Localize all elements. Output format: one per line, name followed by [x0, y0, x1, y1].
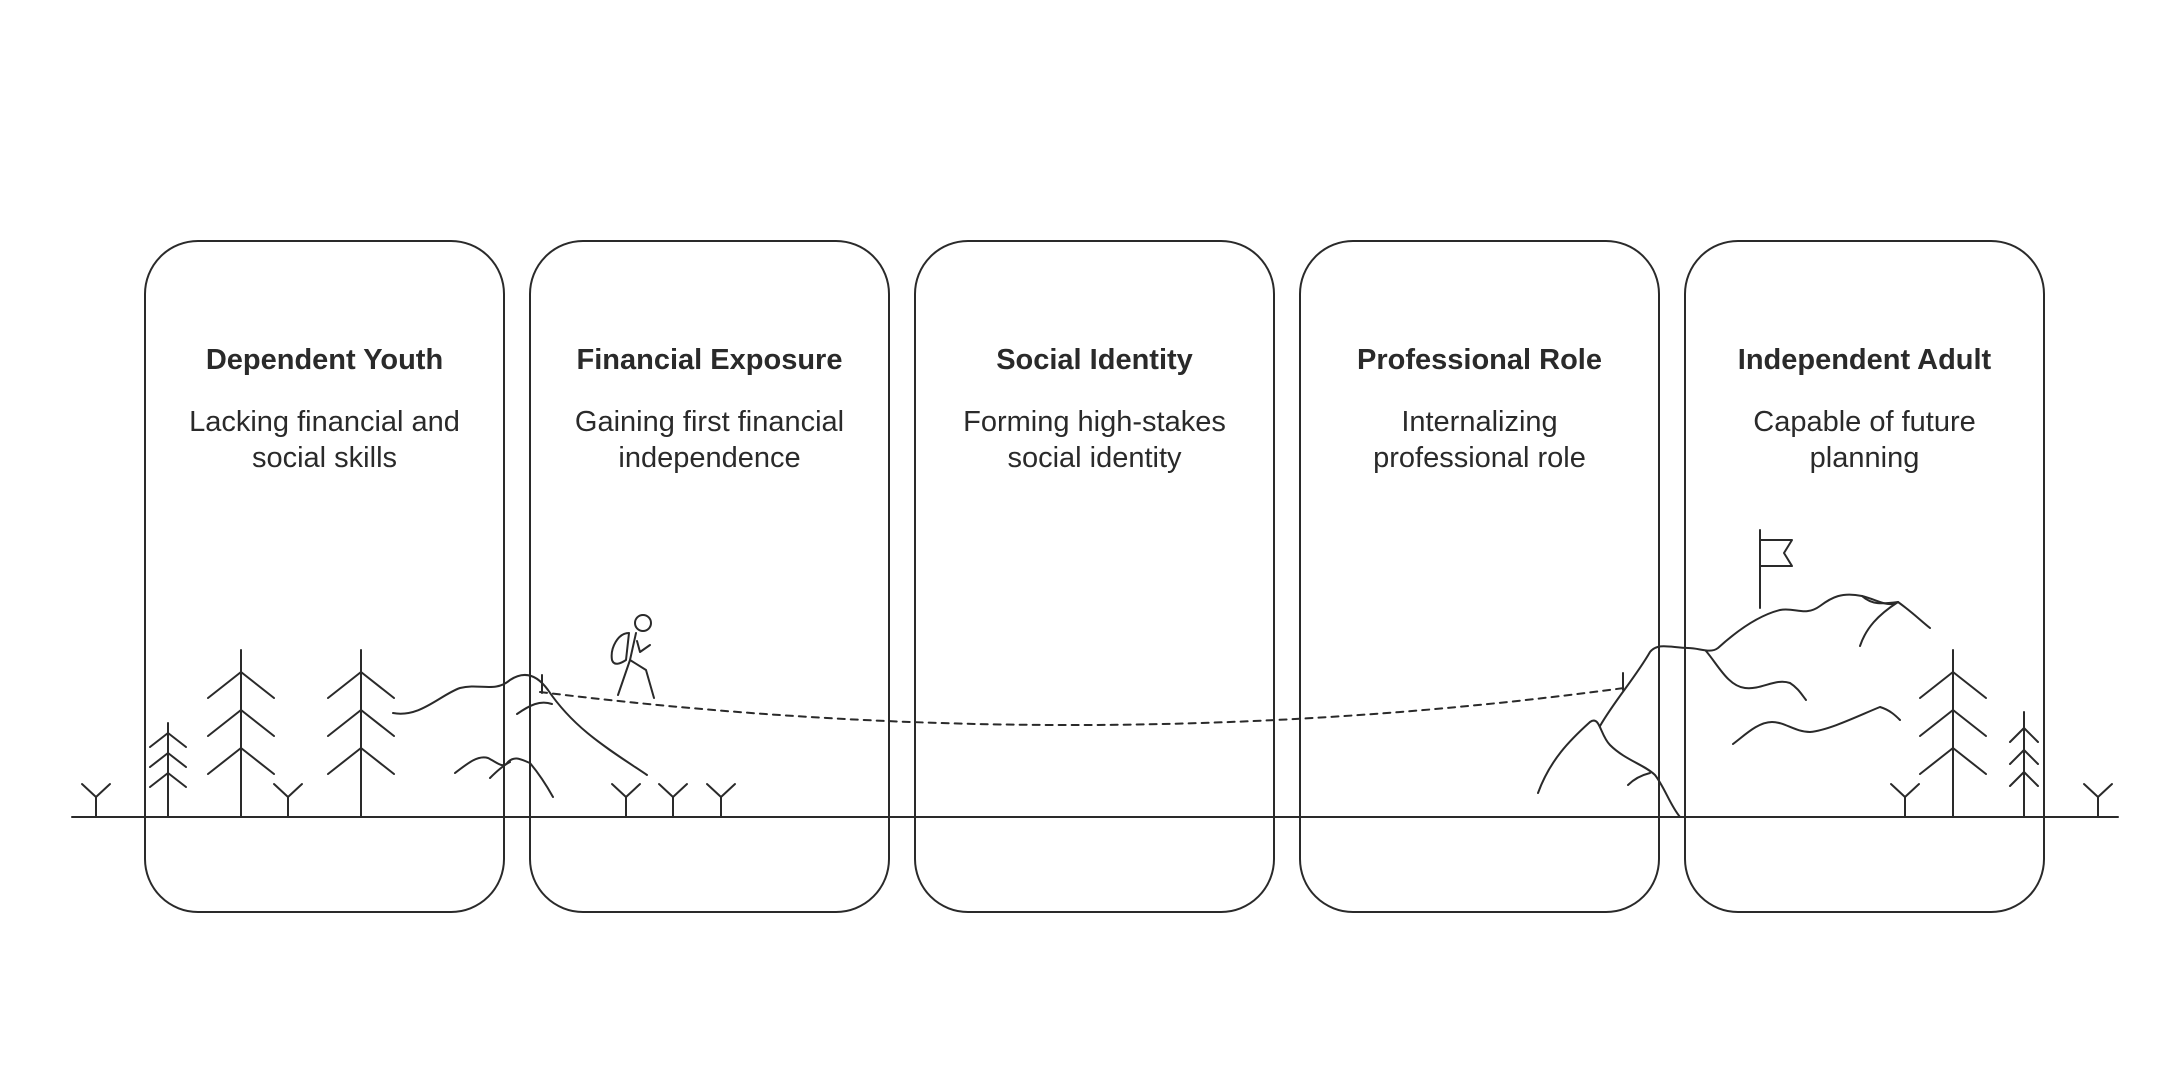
cliff-icon — [1627, 772, 1651, 786]
stage-title: Dependent Youth — [205, 344, 444, 376]
flag-icon — [1759, 529, 1793, 609]
sprout-icon — [706, 783, 736, 818]
stage-text-social-identity: Social Identity Forming high-stakes soci… — [914, 340, 1275, 476]
journey-path — [539, 687, 1625, 726]
stage-card-financial-exposure — [529, 240, 890, 913]
pine-tree-icon — [207, 649, 275, 818]
cliff-icon — [1732, 706, 1901, 745]
stage-title: Social Identity — [996, 344, 1193, 376]
pine-tree-icon — [2009, 711, 2039, 818]
sprout-icon — [658, 783, 688, 818]
stage-description: Lacking financial and social skills — [189, 406, 460, 474]
stage-description: Forming high-stakes social identity — [963, 406, 1226, 474]
cliff-icon — [1705, 650, 1807, 701]
stage-card-social-identity — [914, 240, 1275, 913]
sprout-icon — [273, 783, 303, 818]
stage-text-independent-adult: Independent Adult Capable of future plan… — [1684, 340, 2045, 476]
hiker-icon — [610, 614, 655, 699]
hill-icon — [392, 673, 648, 776]
stage-card-dependent-youth — [144, 240, 505, 913]
stage-card-professional-role — [1299, 240, 1660, 913]
stage-title: Financial Exposure — [576, 344, 843, 376]
pine-tree-icon — [1919, 649, 1987, 818]
stage-description: Internalizing professional role — [1373, 406, 1586, 474]
stage-text-professional-role: Professional Role Internalizing professi… — [1299, 340, 1660, 476]
stage-text-financial-exposure: Financial Exposure Gaining first financi… — [529, 340, 890, 476]
stage-description: Capable of future planning — [1753, 406, 1976, 474]
stage-title: Professional Role — [1357, 344, 1602, 376]
pine-tree-icon — [149, 722, 187, 818]
stage-card-independent-adult — [1684, 240, 2045, 913]
sprout-icon — [2083, 783, 2113, 818]
pine-tree-icon — [327, 649, 395, 818]
sprout-icon — [611, 783, 641, 818]
sprout-icon — [81, 783, 111, 818]
hill-icon — [489, 761, 511, 779]
stage-title: Independent Adult — [1737, 344, 1992, 376]
stage-description: Gaining first financial independence — [574, 406, 845, 474]
cliff-icon — [1861, 595, 1899, 605]
hill-icon — [454, 756, 554, 798]
stage-text-dependent-youth: Dependent Youth Lacking financial and so… — [144, 340, 505, 476]
cliff-icon — [1537, 719, 1681, 818]
sprout-icon — [1890, 783, 1920, 818]
cliff-icon — [1859, 601, 1899, 647]
hill-icon — [516, 701, 553, 715]
